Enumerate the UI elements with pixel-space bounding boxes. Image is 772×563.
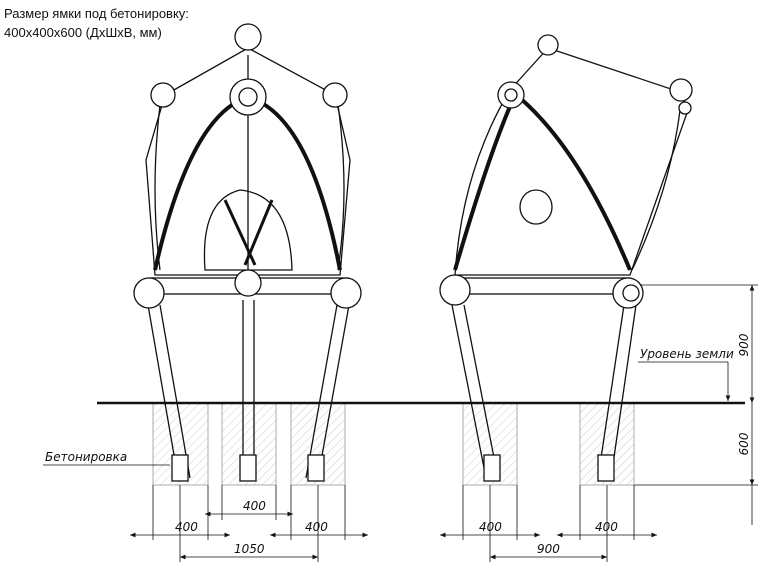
dim-center-pit-width: 400 bbox=[243, 499, 266, 513]
side-view bbox=[439, 34, 693, 482]
dim-leg-span-front: 1050 bbox=[234, 542, 265, 556]
pit-size-note: Размер ямки под бетонировку: 400x400x600… bbox=[4, 4, 189, 42]
concrete-pits bbox=[152, 402, 635, 486]
dimension-lines bbox=[43, 284, 758, 562]
dim-side-left-pit-width: 400 bbox=[479, 520, 502, 534]
ground-level-label: Уровень земли bbox=[640, 347, 734, 361]
pit-size-note-line2: 400x400x600 (ДхШхВ, мм) bbox=[4, 25, 162, 40]
dim-leg-span-side: 900 bbox=[537, 542, 560, 556]
dim-height-above-ground: 900 bbox=[737, 333, 751, 356]
dim-side-right-pit-width: 400 bbox=[595, 520, 618, 534]
dim-left-pit-width: 400 bbox=[175, 520, 198, 534]
dim-depth-below-ground: 600 bbox=[737, 432, 751, 455]
front-view bbox=[133, 23, 362, 482]
concreting-label: Бетонировка bbox=[45, 450, 127, 464]
dim-right-pit-width: 400 bbox=[305, 520, 328, 534]
pit-size-note-line1: Размер ямки под бетонировку: bbox=[4, 6, 189, 21]
